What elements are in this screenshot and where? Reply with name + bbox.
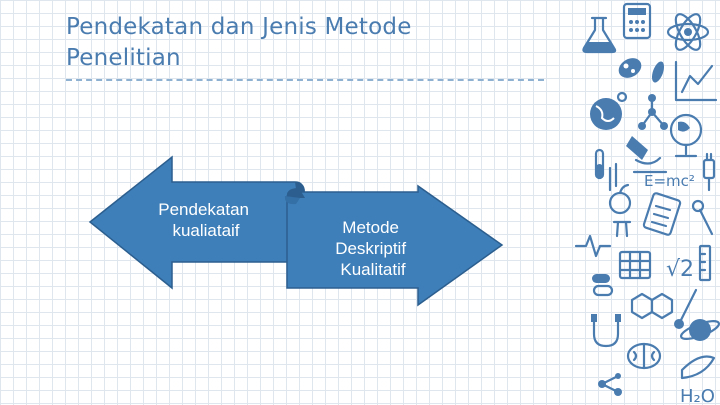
- bar-chart-icon: [674, 60, 718, 102]
- hexagon-molecule-icon: [630, 292, 674, 320]
- molecule-icon: [638, 94, 668, 130]
- water-formula-text: H₂O: [680, 386, 715, 405]
- test-tube-icon: [594, 148, 618, 192]
- science-doodles: E=mc² √2: [574, 2, 720, 405]
- clipboard-icon: [642, 192, 682, 236]
- wrench-icon: [691, 199, 714, 236]
- title-divider: [66, 79, 544, 81]
- root-text: √2: [666, 257, 694, 282]
- right-arrow-line-3: Kualitatif: [340, 260, 405, 279]
- right-arrow-line-1: Metode: [342, 218, 399, 237]
- right-arrow-shape: [284, 184, 504, 307]
- left-arrow-line-1: Pendekatan: [158, 200, 249, 219]
- right-arrow-label: Metode Deskriptif Kualitatif: [335, 218, 411, 279]
- slide-title: Pendekatan dan Jenis Metode Penelitian: [66, 14, 412, 71]
- flask-icon: [582, 16, 617, 54]
- planet-icon: [679, 319, 720, 341]
- desk-globe-icon: [669, 113, 703, 158]
- formula-text: E=mc²: [644, 172, 695, 190]
- thermometer-icon: [674, 288, 698, 329]
- pi-icon: [612, 220, 632, 238]
- calculator-icon: [622, 2, 652, 40]
- atom-icon: [666, 13, 710, 51]
- pill-icon: [592, 274, 614, 297]
- small-molecule-icon: [598, 373, 622, 396]
- left-arrow-line-2: kualiataif: [172, 221, 239, 240]
- apple-icon: [608, 183, 632, 215]
- process-diagram: Pendekatan kualiataif Metode Deskriptif …: [88, 155, 504, 307]
- ruler-icon: [698, 244, 712, 282]
- brain-icon: [626, 342, 662, 370]
- right-arrow-line-2: Deskriptif: [335, 239, 406, 258]
- abacus-icon: [618, 250, 652, 280]
- microscope-icon: [626, 136, 668, 174]
- cell-icon: [618, 58, 665, 83]
- leaf-icon: [680, 355, 716, 380]
- magnet-icon: [591, 314, 621, 348]
- left-arrow-label: Pendekatan kualiataif: [158, 200, 253, 240]
- pulse-icon: [574, 234, 612, 258]
- globe-icon: [590, 91, 628, 130]
- plug-icon: [702, 152, 716, 192]
